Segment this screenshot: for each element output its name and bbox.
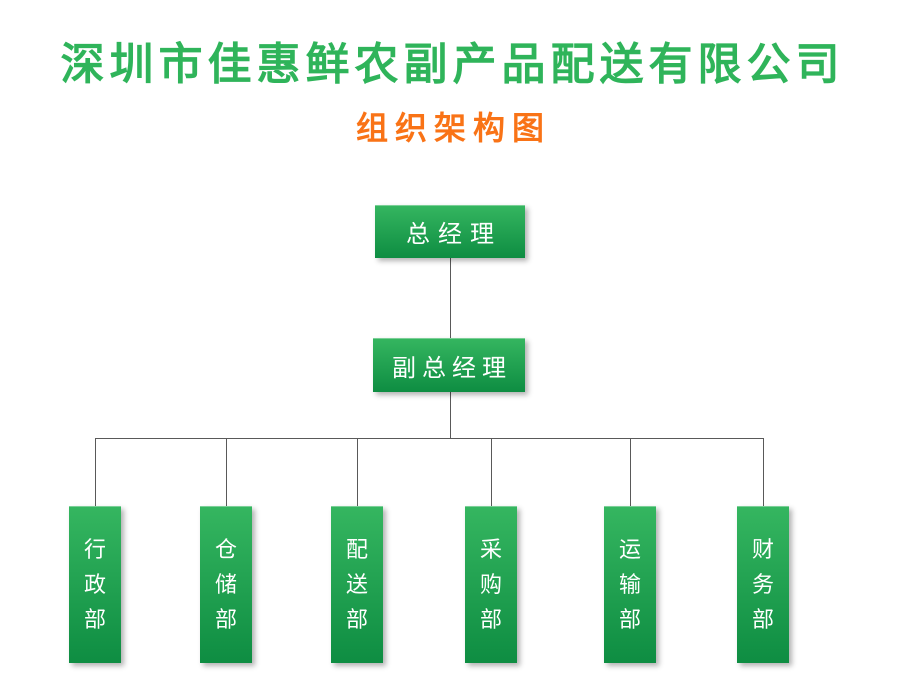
- org-node-dept-warehouse: 仓储部: [200, 506, 252, 663]
- dept-label: 财务部: [752, 537, 775, 632]
- dept-label: 行政部: [84, 537, 107, 632]
- org-node-dept-procurement: 采购部: [465, 506, 517, 663]
- company-title: 深圳市佳惠鲜农副产品配送有限公司: [60, 40, 845, 89]
- connector-drop-distribution: [357, 438, 358, 506]
- dept-label: 配送部: [346, 537, 369, 632]
- connector-horizontal-bus: [95, 438, 763, 439]
- dept-label: 采购部: [480, 537, 503, 632]
- chart-subtitle: 组织架构图: [355, 110, 551, 146]
- org-node-dept-admin: 行政部: [69, 506, 121, 663]
- connector-drop-procurement: [491, 438, 492, 506]
- dept-label: 仓储部: [215, 537, 238, 632]
- connector-drop-admin: [95, 438, 96, 506]
- org-node-dept-finance: 财务部: [737, 506, 789, 663]
- org-node-deputy-general-manager: 副总经理: [373, 338, 525, 392]
- connector-drop-finance: [763, 438, 764, 506]
- connector-drop-warehouse: [226, 438, 227, 506]
- org-node-dept-transport: 运输部: [604, 506, 656, 663]
- connector-drop-transport: [630, 438, 631, 506]
- connector-gm-to-dgm: [450, 258, 451, 338]
- connector-dgm-to-bus: [450, 392, 451, 438]
- org-node-general-manager: 总经理: [375, 205, 525, 258]
- org-node-dept-distribution: 配送部: [331, 506, 383, 663]
- dept-label: 运输部: [619, 537, 642, 632]
